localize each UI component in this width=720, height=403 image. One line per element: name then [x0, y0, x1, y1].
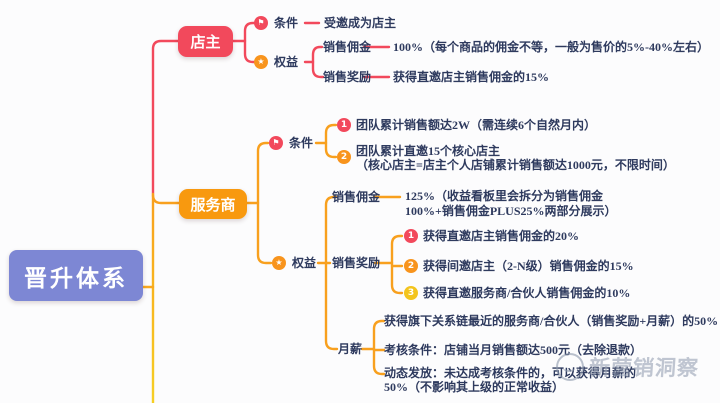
shopkeeper-reward-label: 销售奖励: [323, 70, 372, 84]
shopkeeper-commission-label: 销售佣金: [323, 40, 372, 54]
watermark-logo-icon: [556, 353, 584, 381]
number-1-icon: 1: [337, 118, 351, 132]
number-2-icon: 2: [337, 150, 351, 164]
branch-node-shopkeeper: 店主: [178, 26, 233, 57]
provider-salary-item-1: 获得旗下关系链最近的服务商/合伙人（销售奖励+月薪）的50%: [384, 314, 719, 328]
watermark-brand-text: 新营销洞察: [588, 356, 700, 380]
number-1-icon: 1: [404, 229, 418, 243]
provider-condition-item-1: 团队累计销售额达2W（需连续6个自然月内）: [356, 118, 597, 132]
shopkeeper-rights-label: 权益: [274, 55, 299, 69]
branch-node-provider: 服务商: [179, 189, 247, 219]
provider-condition-item-2-note: （核心店主=店主个人店铺累计销售额达1000元，不限时间）: [356, 158, 675, 172]
condition-flag-icon: ⚑: [254, 16, 268, 30]
star-icon: ★: [257, 57, 265, 66]
provider-reward-item-2: 获得间邀店主（2-N级）销售佣金的15%: [423, 259, 634, 273]
provider-reward-item-3: 获得直邀服务商/合伙人销售佣金的10%: [423, 286, 631, 300]
provider-rights-label: 权益: [292, 256, 317, 270]
provider-reward-label: 销售奖励: [332, 256, 381, 270]
watermark: 新营销洞察: [556, 352, 700, 382]
provider-salary-label: 月薪: [338, 342, 363, 356]
shopkeeper-condition-label: 条件: [274, 16, 299, 30]
provider-condition-item-2: 团队累计直邀15个核心店主: [356, 144, 501, 158]
shopkeeper-condition-value: 受邀成为店主: [324, 16, 397, 30]
provider-reward-item-1: 获得直邀店主销售佣金的20%: [423, 229, 580, 243]
shopkeeper-reward-value: 获得直邀店主销售佣金的15%: [393, 70, 550, 84]
number-3-icon: 3: [404, 286, 418, 300]
number-2-icon: 2: [404, 259, 418, 273]
root-node-promotion-system: 晋升体系: [9, 250, 143, 301]
star-icon: ★: [275, 258, 283, 267]
rights-star-icon: ★: [272, 256, 286, 270]
flag-icon: ⚑: [272, 138, 280, 147]
provider-salary-item-2: 考核条件：店铺当月销售额达500元（去除退款）: [384, 343, 643, 357]
provider-commission-value: 125%（收益看板里会拆分为销售佣金100%+销售佣金PLUS25%两部分展示）: [405, 189, 617, 218]
shopkeeper-commission-value: 100%（每个商品的佣金不等，一般为售价的5%-40%左右）: [393, 40, 709, 54]
provider-condition-label: 条件: [289, 136, 314, 150]
rights-star-icon: ★: [254, 55, 268, 69]
flag-icon: ⚑: [257, 18, 265, 27]
condition-flag-icon: ⚑: [269, 136, 283, 150]
provider-commission-label: 销售佣金: [332, 190, 381, 204]
